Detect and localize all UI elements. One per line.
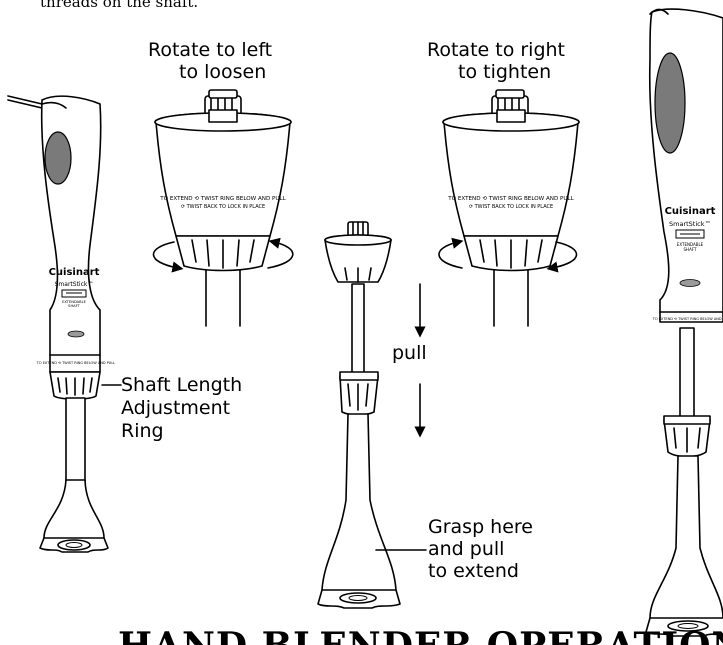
feature-text-right-2: SHAFT <box>684 247 698 252</box>
brand-text-left: Cuisinart <box>49 267 100 278</box>
short-blender-illustration: Cuisinart SmartStick™ EXTENDABLE SHAFT T… <box>8 96 121 552</box>
collar-closeup-tighten: TO EXTEND ⟲ TWIST RING BELOW AND PULL ⟳ … <box>439 90 579 326</box>
extending-shaft-illustration <box>318 222 426 608</box>
svg-text:TO EXTEND ⟲ TWIST RING BELOW A: TO EXTEND ⟲ TWIST RING BELOW AND PULL <box>159 196 286 202</box>
feature-text-left-2: SHAFT <box>68 304 80 308</box>
svg-text:⟳ TWIST BACK TO LOCK IN PLACE: ⟳ TWIST BACK TO LOCK IN PLACE <box>469 204 553 210</box>
counterclockwise-arrow-icon-2 <box>268 242 293 268</box>
svg-text:TO EXTEND ⟲ TWIST RING BELOW A: TO EXTEND ⟲ TWIST RING BELOW AND PULL <box>652 317 723 321</box>
svg-text:TO EXTEND ⟲ TWIST RING BELOW A: TO EXTEND ⟲ TWIST RING BELOW AND PULL <box>36 361 116 365</box>
svg-text:TO EXTEND ⟲ TWIST RING BELOW A: TO EXTEND ⟲ TWIST RING BELOW AND PULL <box>447 196 574 202</box>
power-button-right <box>655 53 685 153</box>
power-button-left <box>45 132 71 184</box>
svg-text:⟳ TWIST BACK TO LOCK IN PLACE: ⟳ TWIST BACK TO LOCK IN PLACE <box>181 204 265 210</box>
counterclockwise-arrow-icon <box>153 242 178 268</box>
collar-closeup-loosen: TO EXTEND ⟲ TWIST RING BELOW AND PULL ⟳ … <box>153 90 292 326</box>
model-text-left: SmartStick™ <box>55 281 94 288</box>
brand-text-right: Cuisinart <box>665 206 716 217</box>
clockwise-arrow-icon <box>439 242 462 268</box>
extended-blender-illustration: Cuisinart SmartStick™ EXTENDABLE SHAFT T… <box>646 9 723 636</box>
model-text-right: SmartStick™ <box>669 220 711 228</box>
